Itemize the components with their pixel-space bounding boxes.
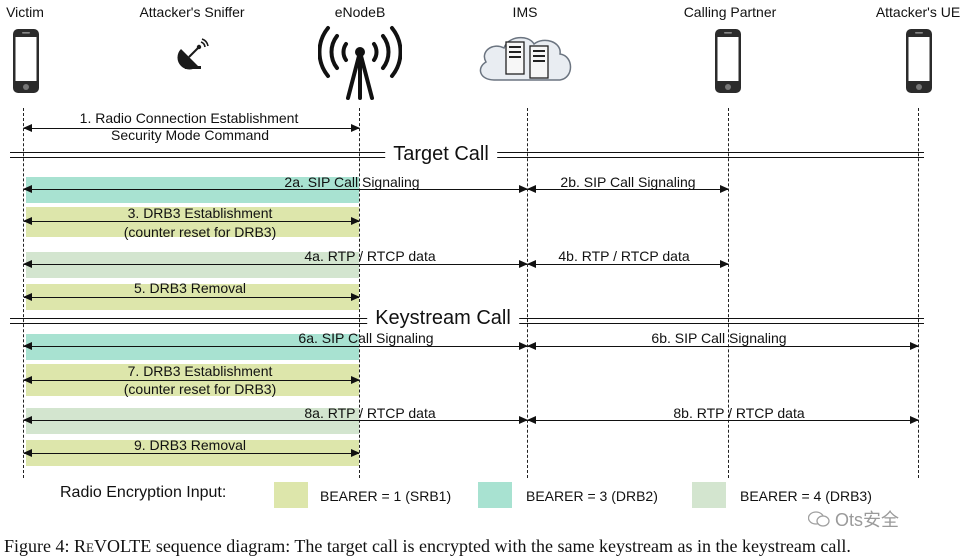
- legend-label-drb3: BEARER = 4 (DRB3): [740, 488, 872, 504]
- srb1-band-3: [26, 207, 359, 237]
- message-8b-label: 8b. RTP / RTCP data: [673, 405, 805, 421]
- message-6b-arrow: [527, 342, 919, 350]
- target-call-title: Target Call: [385, 143, 497, 166]
- message-2a-arrow: [23, 185, 528, 193]
- radio-antenna-icon: [318, 26, 402, 100]
- message-6a-arrow: [23, 342, 528, 350]
- message-4b-arrow: [527, 260, 729, 268]
- message-2b-arrow: [527, 185, 729, 193]
- actor-attackers-ue-label: Attacker's UE: [875, 4, 961, 20]
- lifeline-ims: [527, 108, 528, 478]
- figure-caption: Figure 4: ReVOLTE sequence diagram: The …: [4, 536, 851, 557]
- watermark: Ots安全: [807, 506, 900, 532]
- drb3-band-8a: [26, 408, 359, 434]
- legend-title: Radio Encryption Input:: [60, 484, 227, 501]
- message-8a-arrow: [23, 416, 528, 424]
- lifeline-calling-partner: [728, 108, 729, 478]
- drb2-band-6a: [26, 334, 359, 360]
- message-6b-label: 6b. SIP Call Signaling: [651, 330, 787, 346]
- lifeline-attackers-ue: [918, 108, 919, 478]
- message-1-sublabel: Security Mode Command: [111, 127, 269, 143]
- calling-partner-smartphone-icon: [715, 29, 741, 93]
- keystream-call-title: Keystream Call: [367, 307, 519, 330]
- watermark-text: Ots安全: [835, 510, 900, 530]
- message-9-arrow: [23, 449, 360, 457]
- caption-volte: VOLTE: [93, 536, 152, 556]
- legend-swatch-drb2: [478, 482, 512, 508]
- message-4b-label: 4b. RTP / RTCP data: [558, 248, 690, 264]
- message-5-label: 5. DRB3 Removal: [133, 280, 247, 296]
- victim-smartphone-icon: [13, 29, 39, 93]
- message-2b-label: 2b. SIP Call Signaling: [560, 174, 696, 190]
- message-4a-arrow: [23, 260, 528, 268]
- satellite-dish-icon: [177, 38, 209, 70]
- actor-calling-partner-label: Calling Partner: [683, 4, 777, 20]
- message-7-sublabel: (counter reset for DRB3): [123, 381, 277, 397]
- message-6a-label: 6a. SIP Call Signaling: [298, 330, 434, 346]
- message-7-label: 7. DRB3 Establishment: [127, 363, 273, 379]
- actor-sniffer-label: Attacker's Sniffer: [139, 4, 245, 20]
- legend-swatch-srb1: [274, 482, 308, 508]
- drb2-band-2a: [26, 177, 359, 203]
- actor-enodeb-label: eNodeB: [334, 4, 386, 20]
- legend-swatch-drb3: [692, 482, 726, 508]
- message-9-label: 9. DRB3 Removal: [133, 437, 247, 453]
- message-3-label: 3. DRB3 Establishment: [127, 205, 273, 221]
- message-2a-label: 2a. SIP Call Signaling: [284, 174, 420, 190]
- message-4a-label: 4a. RTP / RTCP data: [304, 248, 436, 264]
- message-7-arrow: [23, 376, 360, 384]
- actor-ims-label: IMS: [512, 4, 538, 20]
- caption-prefix: Figure 4: R: [4, 536, 87, 556]
- message-3-sublabel: (counter reset for DRB3): [123, 224, 277, 240]
- actor-victim-label: Victim: [6, 4, 44, 20]
- message-8b-arrow: [527, 416, 919, 424]
- legend-label-srb1: BEARER = 1 (SRB1): [320, 488, 452, 504]
- drb3-band-4a: [26, 252, 359, 278]
- attackers-ue-smartphone-icon: [906, 29, 932, 93]
- caption-smallcaps: e: [86, 536, 94, 556]
- message-5-arrow: [23, 293, 360, 301]
- message-1-arrow: [23, 124, 360, 132]
- caption-rest: sequence diagram: The target call is enc…: [151, 536, 851, 556]
- message-3-arrow: [23, 217, 360, 225]
- legend-label-drb2: BEARER = 3 (DRB2): [526, 488, 658, 504]
- message-8a-label: 8a. RTP / RTCP data: [304, 405, 436, 421]
- message-1-label: 1. Radio Connection Establishment: [79, 110, 299, 126]
- ims-cloud-server-icon: [479, 36, 572, 81]
- wechat-icon: [807, 511, 830, 527]
